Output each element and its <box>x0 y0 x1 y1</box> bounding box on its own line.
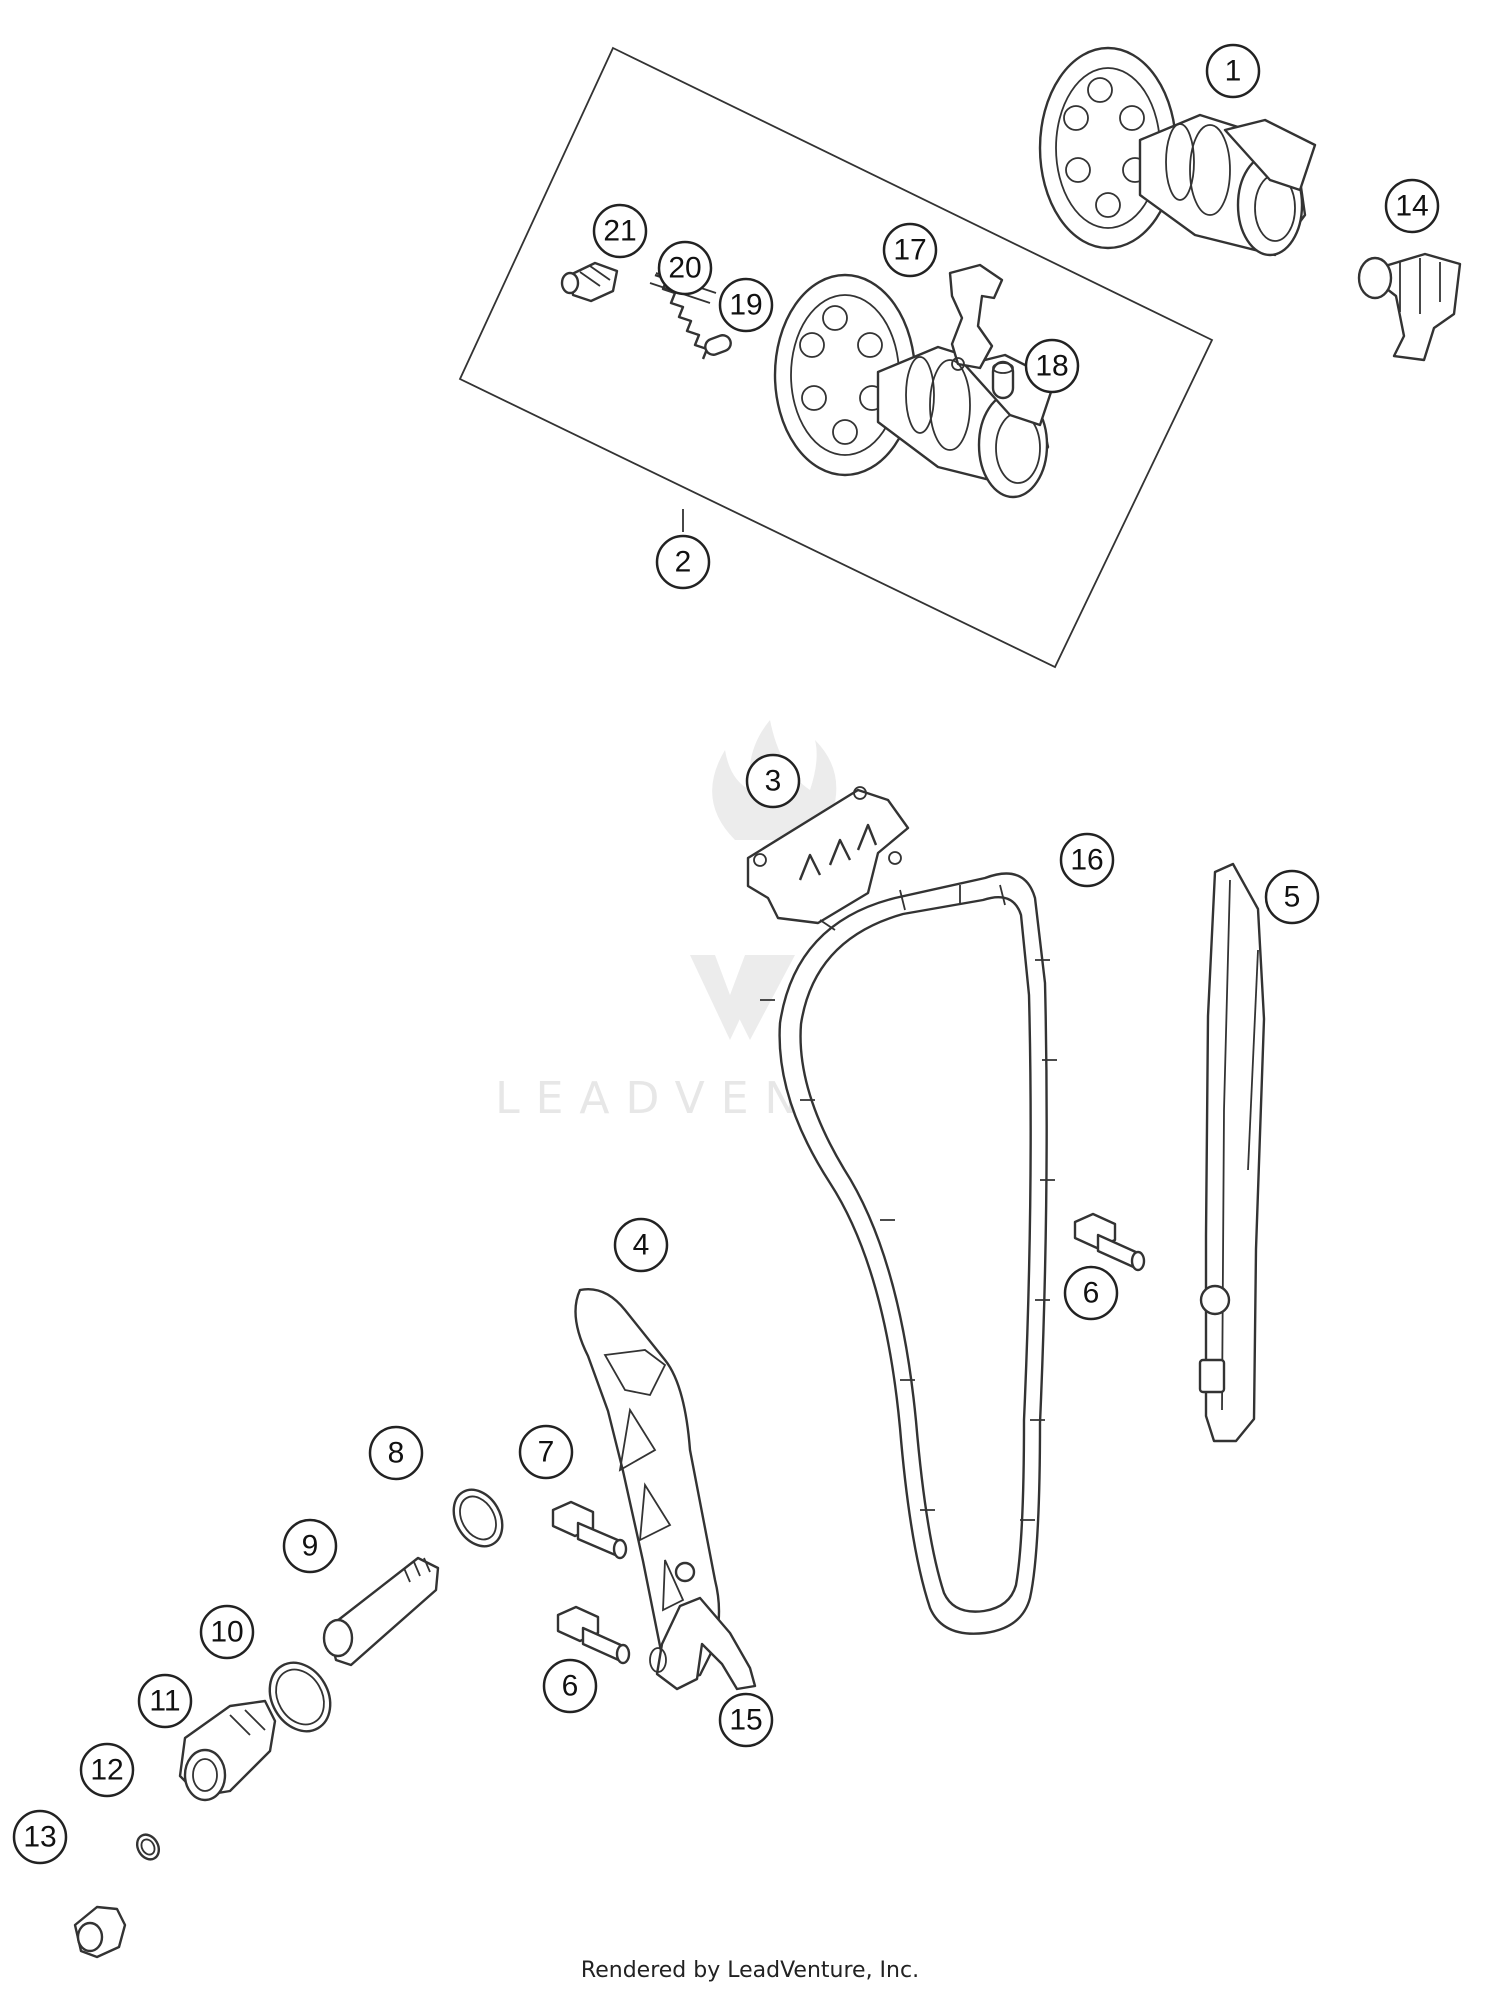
callout-5: 5 <box>1264 869 1320 925</box>
part-10-o-ring <box>268 1661 332 1733</box>
svg-text:13: 13 <box>23 1821 56 1854</box>
svg-text:3: 3 <box>765 765 782 798</box>
svg-text:7: 7 <box>538 1436 555 1469</box>
footer-credit: Rendered by LeadVenture, Inc. <box>580 1958 920 1983</box>
svg-text:9: 9 <box>302 1530 319 1563</box>
callout-3: 3 <box>745 753 801 809</box>
part-11-housing <box>178 1699 277 1802</box>
svg-text:1: 1 <box>1225 55 1242 88</box>
callout-11: 11 <box>137 1673 193 1729</box>
part-12-ring <box>135 1833 161 1861</box>
svg-text:6: 6 <box>562 1670 579 1703</box>
part-16-chain <box>760 872 1057 1635</box>
svg-text:19: 19 <box>729 289 762 322</box>
kit-2-outline <box>458 46 1214 669</box>
svg-text:20: 20 <box>668 252 701 285</box>
part-6-bolt-upper <box>1073 1212 1146 1272</box>
svg-text:12: 12 <box>90 1754 123 1787</box>
callout-13: 13 <box>12 1809 68 1865</box>
part-3-bracket <box>746 786 910 925</box>
svg-text:18: 18 <box>1035 350 1068 383</box>
callout-12: 12 <box>79 1742 135 1798</box>
svg-text:17: 17 <box>893 234 926 267</box>
part-4-guide <box>574 1288 721 1683</box>
callout-19: 19 <box>718 277 774 333</box>
svg-text:8: 8 <box>388 1437 405 1470</box>
part-15-bracket <box>649 1596 757 1691</box>
svg-text:6: 6 <box>1083 1277 1100 1310</box>
svg-text:2: 2 <box>675 546 692 579</box>
callout-8: 8 <box>368 1425 424 1481</box>
part-6-bolt-lower <box>556 1605 631 1665</box>
svg-text:11: 11 <box>149 1685 180 1718</box>
part-19-pin <box>704 334 732 356</box>
part-7-bolt <box>551 1500 628 1560</box>
svg-text:16: 16 <box>1070 844 1103 877</box>
part-5-rail <box>1198 862 1266 1443</box>
svg-text:21: 21 <box>603 215 636 248</box>
callout-6-upper: 6 <box>1063 1265 1119 1321</box>
callout-2: 2 <box>655 534 711 590</box>
svg-text:10: 10 <box>210 1616 243 1649</box>
part-1-camshaft <box>1038 46 1317 257</box>
part-14-sensor <box>1357 252 1462 362</box>
callout-7: 7 <box>518 1424 574 1480</box>
callout-21: 21 <box>592 203 648 259</box>
part-17-lever <box>948 263 1004 371</box>
part-21-plug <box>560 261 619 303</box>
part-9-tensioner-body <box>322 1556 440 1667</box>
callout-17: 17 <box>882 222 938 278</box>
svg-text:15: 15 <box>729 1704 762 1737</box>
svg-text:5: 5 <box>1284 881 1301 914</box>
callout-1: 1 <box>1205 43 1261 99</box>
callout-6-lower: 6 <box>542 1658 598 1714</box>
part-13-plug <box>73 1905 127 1959</box>
svg-text:14: 14 <box>1395 190 1428 223</box>
callout-10: 10 <box>199 1604 255 1660</box>
svg-text:4: 4 <box>633 1229 650 1262</box>
callout-4: 4 <box>613 1217 669 1273</box>
callout-16: 16 <box>1059 832 1115 888</box>
callout-15: 15 <box>718 1692 774 1748</box>
part-2-camshaft <box>773 273 1057 499</box>
part-18-pin <box>991 360 1015 400</box>
callout-20: 20 <box>657 240 713 296</box>
callout-9: 9 <box>282 1518 338 1574</box>
part-8-o-ring <box>452 1488 504 1548</box>
callout-18: 18 <box>1024 338 1080 394</box>
callout-14: 14 <box>1384 178 1440 234</box>
